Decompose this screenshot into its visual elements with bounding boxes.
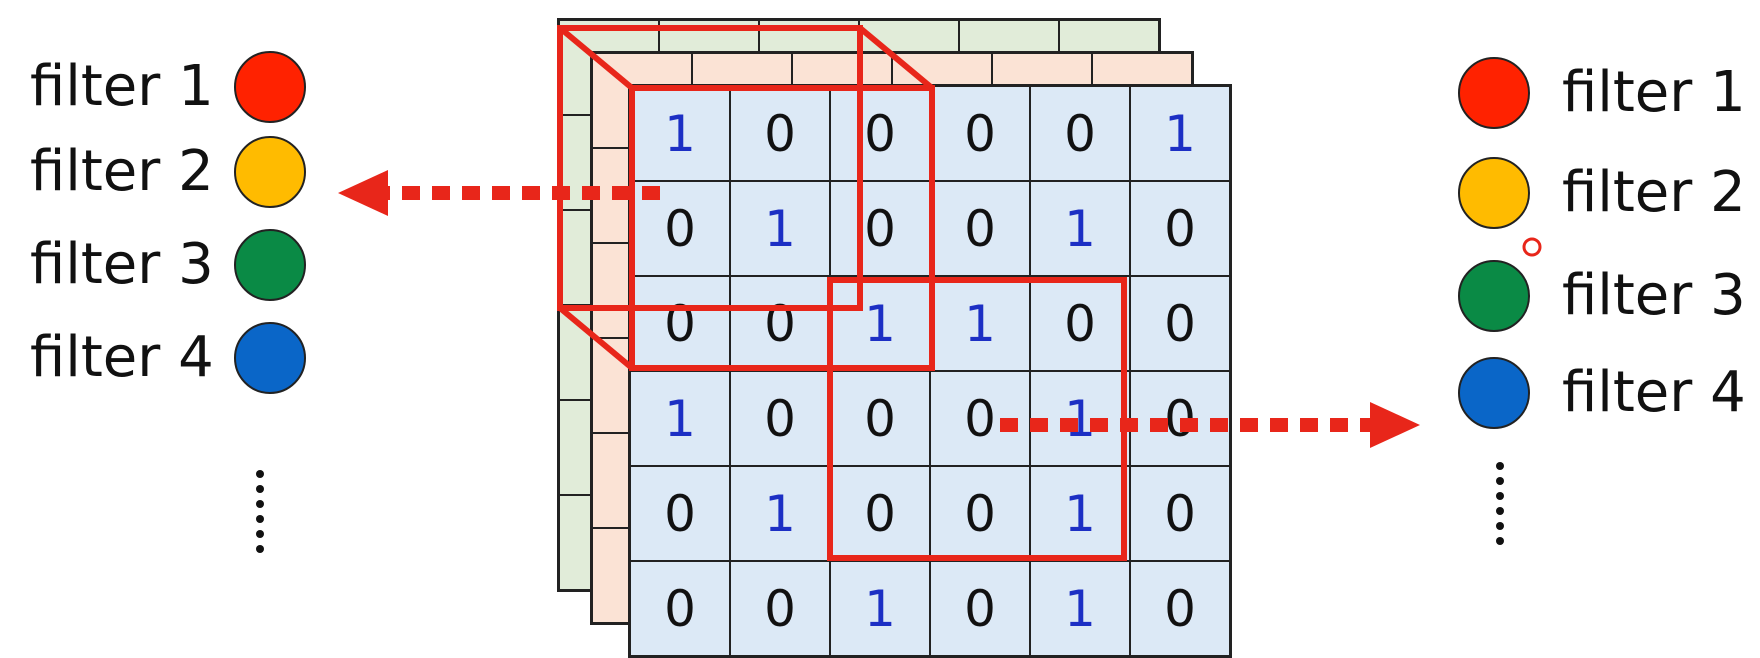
- legend-right-label-2: filter 2: [1562, 160, 1746, 225]
- filter-4-dot-icon: [1458, 357, 1530, 429]
- cursor-indicator-icon: [1522, 237, 1542, 257]
- grid-cell: 0: [630, 276, 730, 371]
- grid-cell: 1: [1030, 466, 1130, 561]
- grid-cell: 0: [830, 371, 930, 466]
- legend-left-label-1: filter 1: [30, 54, 214, 119]
- legend-right-item-1: filter 1: [1458, 53, 1746, 133]
- vertical-ellipsis-icon: [1496, 462, 1504, 552]
- legend-left-label-2: filter 2: [30, 139, 214, 204]
- grid-cell: 1: [730, 181, 830, 276]
- grid-cell: 1: [1030, 371, 1130, 466]
- legend-right-label-1: filter 1: [1562, 60, 1746, 125]
- grid-cell: 0: [730, 276, 830, 371]
- grid-cell: 0: [730, 86, 830, 181]
- grid-cell: 1: [930, 276, 1030, 371]
- grid-cell: 0: [730, 371, 830, 466]
- legend-right-label-3: filter 3: [1562, 263, 1746, 328]
- legend-left-item-3: filter 3: [30, 225, 306, 305]
- filter-1-dot-icon: [233, 51, 306, 123]
- filter-2-dot-icon: [233, 136, 306, 208]
- filter-3-dot-icon: [233, 229, 306, 301]
- legend-right-item-4: filter 4: [1458, 353, 1746, 433]
- legend-left-item-4: filter 4: [30, 318, 306, 398]
- vertical-ellipsis-icon: [256, 470, 264, 560]
- grid-cell: 0: [1030, 276, 1130, 371]
- grid-cell: 1: [630, 86, 730, 181]
- grid-cell: 0: [830, 466, 930, 561]
- grid-cell: 0: [930, 181, 1030, 276]
- legend-right-item-2: filter 2: [1458, 153, 1746, 233]
- grid-cell: 0: [1130, 276, 1230, 371]
- grid-cell: 1: [1030, 561, 1130, 656]
- grid-cell: 0: [930, 86, 1030, 181]
- legend-left-item-2: filter 2: [30, 132, 306, 212]
- grid-cell: 1: [1130, 86, 1230, 181]
- grid-cell: 0: [930, 466, 1030, 561]
- grid-cell: 1: [1030, 181, 1130, 276]
- grid-cell: 1: [630, 371, 730, 466]
- grid-cell: 0: [630, 561, 730, 656]
- filter-1-dot-icon: [1458, 57, 1530, 129]
- grid-cell: 1: [830, 561, 930, 656]
- legend-right-label-4: filter 4: [1562, 360, 1746, 425]
- grid-cell: 0: [630, 181, 730, 276]
- grid-cell: 0: [830, 181, 930, 276]
- grid-cell: 0: [630, 466, 730, 561]
- grid-cell: 0: [930, 371, 1030, 466]
- legend-left-label-4: filter 4: [30, 325, 214, 390]
- grid-cell: 0: [1130, 371, 1230, 466]
- grid-cell: 0: [930, 561, 1030, 656]
- legend-right-item-3: filter 3: [1458, 256, 1746, 336]
- grid-cell: 0: [1130, 466, 1230, 561]
- grid-cell: 0: [1130, 181, 1230, 276]
- arrow-left-head-icon: [338, 170, 388, 216]
- grid-cell: 0: [1030, 86, 1130, 181]
- legend-left-label-3: filter 3: [30, 232, 214, 297]
- legend-left-item-1: filter 1: [30, 47, 306, 127]
- grid-cell: 1: [730, 466, 830, 561]
- filter-3-dot-icon: [1458, 260, 1530, 332]
- arrow-right-head-icon: [1370, 402, 1420, 448]
- filter-2-dot-icon: [1458, 157, 1530, 229]
- grid-cell: 0: [1130, 561, 1230, 656]
- grid-cell: 0: [830, 86, 930, 181]
- grid-cell: 0: [730, 561, 830, 656]
- filter-4-dot-icon: [233, 322, 306, 394]
- grid-cell: 1: [830, 276, 930, 371]
